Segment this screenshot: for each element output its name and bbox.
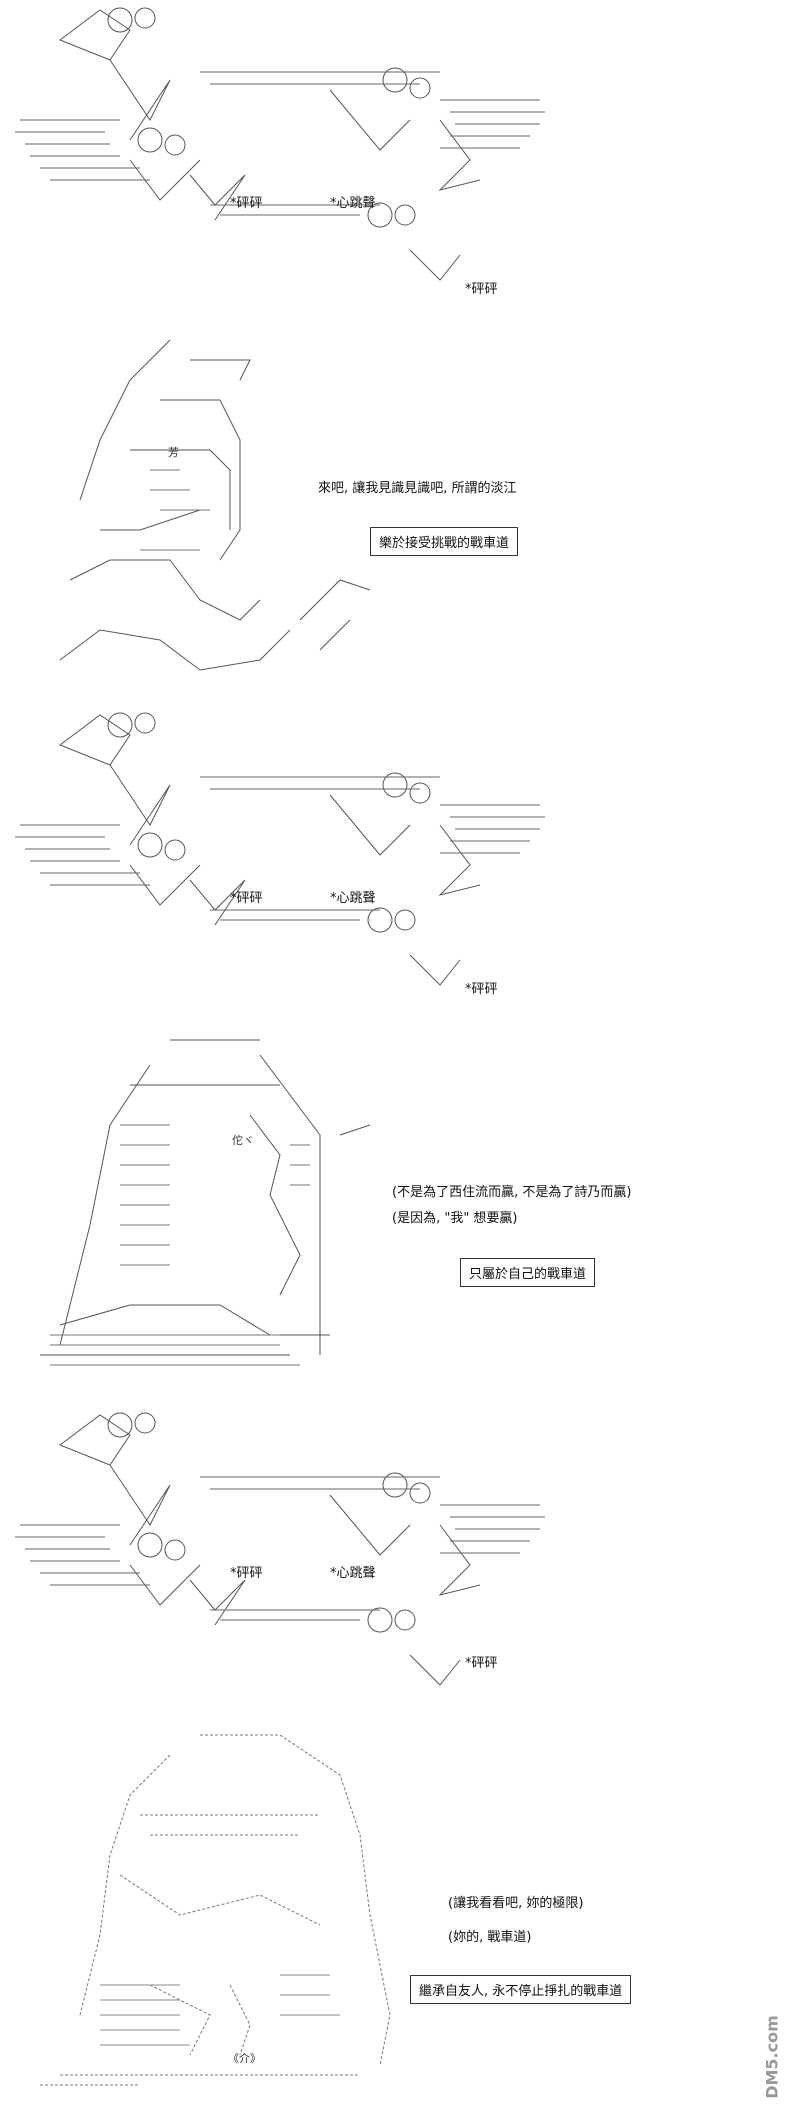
dialogue-line-2: (是因為, "我" 想要贏) [392,1211,518,1226]
site-watermark-logo: DM5.com [763,2015,782,2099]
impact-panel-3: *砰砰 *心跳聲 *砰砰 [0,1405,800,1705]
art-text-3: 《介》 [228,2052,261,2065]
impact-burst-art [15,7,545,281]
dialogue-line-1: 來吧, 讓我見識見識吧, 所謂的淡江 [318,481,517,496]
boxed-caption-3: 繼承自友人, 永不停止掙扎的戰車道 [410,1975,632,2004]
sfx-heartbeat: *心跳聲 [330,891,376,906]
boxed-caption-1: 樂於接受挑戰的戰車道 [370,527,519,556]
scene-1: 芳 來吧, 讓我見識見識吧, 所謂的淡江 樂於接受挑戰的戰車道 [0,330,800,690]
sfx-thump-a: *砰砰 [230,891,263,906]
impact-panel-2: *砰砰 *心跳聲 *砰砰 [0,705,800,1005]
sfx-thump-a: *砰砰 [230,196,263,211]
dialogue-line-1: (不是為了西住流而贏, 不是為了詩乃而贏) [392,1185,632,1200]
sfx-heartbeat: *心跳聲 [330,196,376,211]
sfx-thump-b: *砰砰 [465,282,498,297]
sfx-thump-a: *砰砰 [230,1566,263,1581]
dialogue-line-1: (讓我看看吧, 妳的極限) [448,1896,584,1911]
scene-2: 佗ヾ (不是為了西住流而贏, 不是為了詩乃而贏) (是因為, "我" 想要贏) … [0,1025,800,1395]
dialogue-line-2: (妳的, 戰車道) [448,1930,532,1945]
impact-panel-1: *砰砰 *心跳聲 *砰砰 [0,0,800,300]
sfx-heartbeat: *心跳聲 [330,1566,376,1581]
character-art-1 [59,339,371,671]
art-text-1: 芳 [168,446,179,459]
art-text-2: 佗ヾ [232,1134,254,1147]
impact-burst-art [15,1412,545,1686]
sfx-thump-b: *砰砰 [465,1656,498,1671]
boxed-caption-2: 只屬於自己的戰車道 [460,1258,596,1287]
character-art-3 [40,1734,391,2086]
impact-burst-art [15,712,545,986]
sfx-thump-b: *砰砰 [465,982,498,997]
svg-text:DM5.com: DM5.com [763,2015,782,2099]
character-art-2 [40,1039,371,1366]
scene-3: 《介》 (讓我看看吧, 妳的極限) (妳的, 戰車道) 繼承自友人, 永不停止掙… [0,1725,800,2105]
